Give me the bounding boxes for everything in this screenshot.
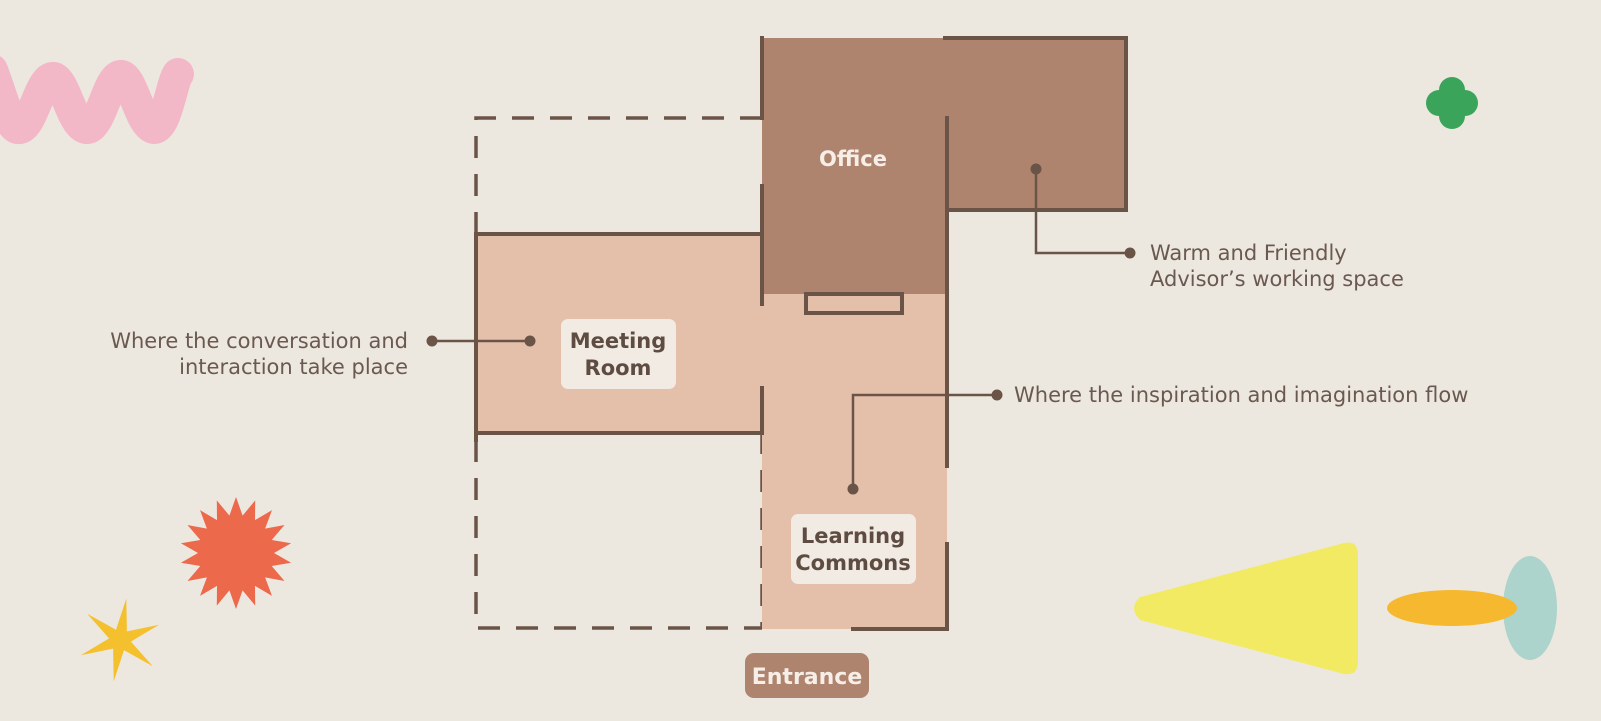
entrance-label-text: Entrance bbox=[752, 665, 863, 690]
meeting-room-label: Meeting Room bbox=[561, 319, 676, 389]
meeting-callout-dot-end bbox=[524, 335, 536, 347]
office-annotation-line1: Warm and Friendly bbox=[1150, 241, 1347, 265]
teal-ellipse bbox=[1503, 556, 1557, 660]
office-annotation-line2: Advisor’s working space bbox=[1150, 267, 1404, 291]
meeting-room-label-line1: Meeting bbox=[570, 329, 667, 353]
learning-commons-label-line1: Learning bbox=[801, 524, 905, 548]
meeting-callout-dot-start bbox=[426, 335, 438, 347]
pink-squiggle bbox=[0, 56, 194, 144]
learning-callout-leader bbox=[851, 393, 997, 489]
yellow-cone bbox=[1134, 542, 1358, 675]
office-fill bbox=[762, 38, 1126, 294]
office-callout-dot-end bbox=[1124, 247, 1136, 259]
office-callout-dot-start bbox=[1030, 163, 1042, 175]
meeting-annotation-line1: Where the conversation and bbox=[110, 329, 408, 353]
entrance-label: Entrance bbox=[745, 653, 869, 698]
orange-ellipse bbox=[1387, 590, 1517, 626]
office-callout-leader bbox=[1034, 169, 1130, 255]
learning-annotation: Where the inspiration and imagination fl… bbox=[1014, 383, 1468, 407]
green-clover bbox=[1426, 77, 1478, 129]
yellow-star bbox=[80, 598, 160, 682]
learning-callout-dot-start bbox=[847, 483, 859, 495]
office-label-text: Office bbox=[819, 147, 887, 171]
meeting-annotation-line2: interaction take place bbox=[179, 355, 408, 379]
meeting-room-label-line2: Room bbox=[585, 356, 652, 380]
office-label: Office bbox=[819, 147, 887, 171]
learning-commons-label: Learning Commons bbox=[791, 514, 916, 584]
red-starburst bbox=[180, 497, 292, 609]
learning-commons-label-line2: Commons bbox=[795, 551, 910, 575]
learning-callout-dot-end bbox=[991, 389, 1003, 401]
